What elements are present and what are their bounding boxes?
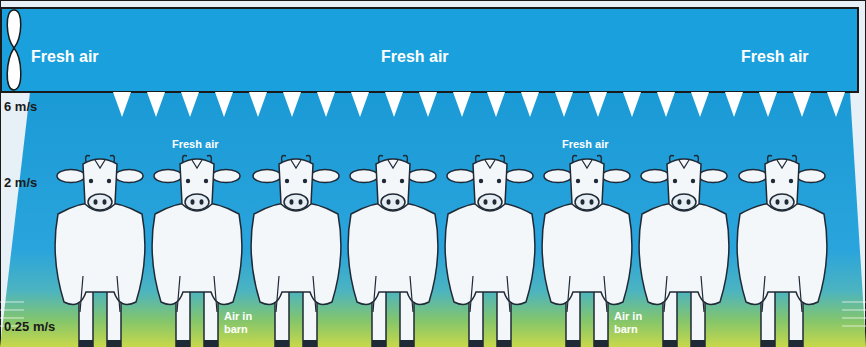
nozzle <box>691 92 709 117</box>
cow-figure <box>737 156 827 347</box>
nozzle <box>759 92 777 117</box>
cow-figure <box>55 156 145 347</box>
cow-herd <box>55 156 827 347</box>
duct-label: Fresh air <box>741 48 809 66</box>
air-label: Fresh air <box>172 138 218 151</box>
nozzle <box>725 92 743 117</box>
duct-label: Fresh air <box>31 48 99 66</box>
nozzle <box>215 92 233 117</box>
cow-figure <box>639 156 729 347</box>
cow-figure <box>251 156 341 347</box>
nozzle <box>249 92 267 117</box>
speed-label: 6 m/s <box>4 100 37 115</box>
nozzle <box>827 92 845 117</box>
nozzle <box>487 92 505 117</box>
nozzle <box>623 92 641 117</box>
nozzle <box>521 92 539 117</box>
nozzle <box>181 92 199 117</box>
fan-symbol <box>7 10 21 90</box>
nozzle <box>453 92 471 117</box>
air-label: Air in barn <box>614 310 654 335</box>
speed-label: 2 m/s <box>4 176 37 191</box>
nozzle <box>555 92 573 117</box>
air-nozzles <box>113 92 845 117</box>
air-jet <box>0 92 866 347</box>
nozzle <box>657 92 675 117</box>
nozzle <box>793 92 811 117</box>
cow-figure <box>348 156 438 347</box>
air-label: Fresh air <box>562 138 608 151</box>
cow-figure <box>445 156 535 347</box>
nozzle <box>147 92 165 117</box>
duct-label: Fresh air <box>381 48 449 66</box>
speed-label: 0.25 m/s <box>4 320 55 335</box>
nozzle <box>283 92 301 117</box>
nozzle <box>113 92 131 117</box>
air-duct-band: Fresh air Fresh air Fresh air <box>1 8 858 92</box>
nozzle <box>419 92 437 117</box>
nozzle <box>589 92 607 117</box>
nozzle <box>385 92 403 117</box>
air-label: Air in barn <box>224 310 264 335</box>
floor-lines <box>0 302 866 326</box>
air-duct <box>1 8 858 92</box>
nozzle <box>317 92 335 117</box>
nozzle <box>351 92 369 117</box>
